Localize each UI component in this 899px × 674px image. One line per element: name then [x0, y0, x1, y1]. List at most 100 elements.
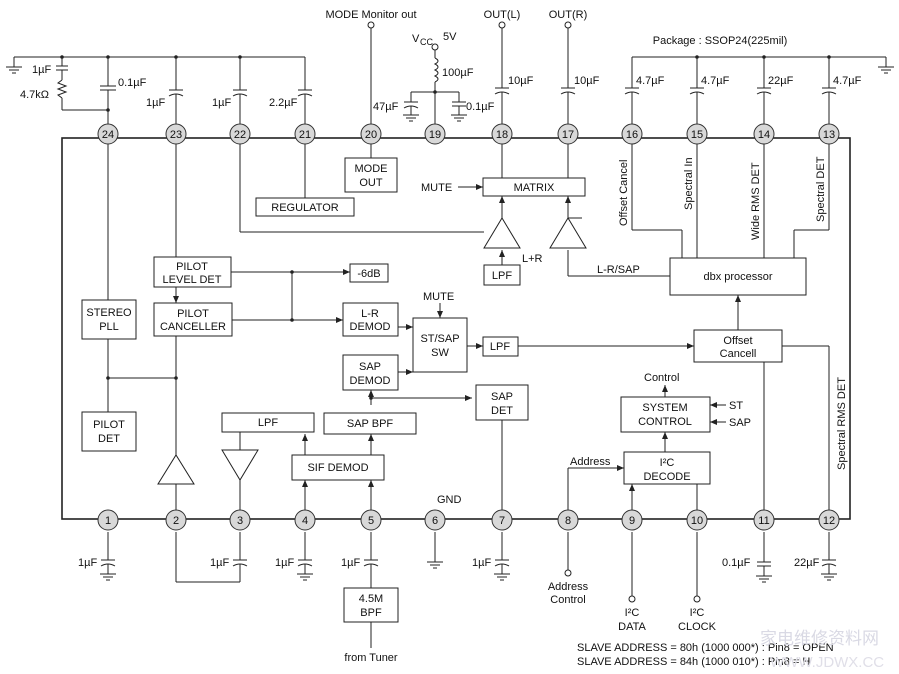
- svg-text:DECODE: DECODE: [643, 471, 690, 483]
- svg-text:12: 12: [823, 515, 835, 527]
- block-dbx-processor: dbx processor: [669, 257, 807, 296]
- svg-text:22: 22: [234, 129, 246, 141]
- svg-text:0.1µF: 0.1µF: [118, 77, 147, 89]
- svg-text:LPF: LPF: [492, 270, 512, 282]
- watermark: 家电维修资料网 WWW.JDWX.CC: [760, 629, 884, 671]
- svg-text:L+R: L+R: [522, 253, 543, 265]
- amp-right-out: [549, 217, 587, 249]
- svg-text:CC: CC: [420, 37, 433, 47]
- block-lpf-top: LPF: [483, 264, 521, 286]
- svg-text:4: 4: [302, 515, 308, 527]
- pin24-network: [56, 57, 116, 124]
- svg-text:SAP: SAP: [729, 417, 751, 429]
- svg-text:LEVEL DET: LEVEL DET: [163, 274, 222, 286]
- svg-text:1µF: 1µF: [341, 557, 360, 569]
- block-st-sap-sw: ST/SAP SW: [412, 317, 468, 373]
- svg-text:2: 2: [173, 515, 179, 527]
- block-sif-demod: SIF DEMOD: [291, 454, 385, 481]
- svg-text:L-R/SAP: L-R/SAP: [597, 264, 640, 276]
- svg-text:1µF: 1µF: [210, 557, 229, 569]
- right-supply-bus: [624, 55, 894, 124]
- svg-text:18: 18: [496, 129, 508, 141]
- block-matrix: MATRIX: [482, 177, 586, 197]
- svg-text:from Tuner: from Tuner: [344, 652, 398, 664]
- svg-text:SAP BPF: SAP BPF: [347, 418, 394, 430]
- svg-text:I²C: I²C: [690, 607, 705, 619]
- svg-text:SLAVE ADDRESS = 80h (1000 000*: SLAVE ADDRESS = 80h (1000 000*) : Pin8 =…: [577, 642, 834, 654]
- svg-text:10µF: 10µF: [508, 75, 534, 87]
- svg-text:OUT(R): OUT(R): [549, 9, 588, 21]
- svg-text:5: 5: [368, 515, 374, 527]
- svg-text:4.7µF: 4.7µF: [636, 75, 665, 87]
- svg-text:4.7µF: 4.7µF: [833, 75, 862, 87]
- svg-text:1µF: 1µF: [472, 557, 491, 569]
- block-system-control: SYSTEM CONTROL: [620, 396, 711, 433]
- svg-text:0.1µF: 0.1µF: [466, 101, 495, 113]
- svg-text:PILOT: PILOT: [93, 419, 125, 431]
- svg-text:DATA: DATA: [618, 621, 646, 633]
- block-4.5m-bpf: 4.5M BPF: [343, 587, 399, 623]
- svg-text:PILOT: PILOT: [176, 261, 208, 273]
- svg-text:Spectral In: Spectral In: [683, 157, 695, 210]
- chip-outline: [61, 137, 851, 520]
- svg-text:MODE Monitor out: MODE Monitor out: [325, 9, 416, 21]
- svg-text:10µF: 10µF: [574, 75, 600, 87]
- svg-text:13: 13: [823, 129, 835, 141]
- svg-text:Wide RMS DET: Wide RMS DET: [750, 162, 762, 240]
- svg-text:22µF: 22µF: [768, 75, 794, 87]
- svg-text:5V: 5V: [443, 31, 457, 43]
- svg-text:47µF: 47µF: [373, 101, 399, 113]
- svg-text:MUTE: MUTE: [421, 182, 452, 194]
- svg-text:Address: Address: [548, 581, 589, 593]
- svg-text:20: 20: [365, 129, 377, 141]
- pin20-mode-monitor: [367, 21, 375, 124]
- svg-text:Control: Control: [550, 594, 585, 606]
- svg-text:SAP: SAP: [359, 361, 381, 373]
- svg-text:17: 17: [562, 129, 574, 141]
- block-i2c-decode: I²C DECODE: [623, 451, 711, 485]
- svg-text:2.2µF: 2.2µF: [269, 97, 298, 109]
- svg-text:21: 21: [299, 129, 311, 141]
- svg-text:DET: DET: [98, 433, 120, 445]
- svg-text:1µF: 1µF: [78, 557, 97, 569]
- pins-bottom: 1 2 3 4 5 6 7 8 9 10 11 12: [97, 509, 840, 531]
- amp-pin2: [157, 454, 195, 485]
- svg-text:1µF: 1µF: [212, 97, 231, 109]
- svg-text:Package : SSOP24(225mil): Package : SSOP24(225mil): [653, 35, 788, 47]
- amp-pin3: [221, 449, 259, 481]
- svg-text:L-R: L-R: [361, 308, 379, 320]
- svg-text:11: 11: [758, 515, 769, 527]
- svg-text:-6dB: -6dB: [357, 268, 380, 280]
- signal-labels: MODE Monitor out OUT(L) OUT(R) V CC 5V P…: [325, 9, 848, 668]
- pin18-17-outputs: [494, 21, 576, 124]
- svg-text:24: 24: [102, 129, 114, 141]
- svg-text:SLAVE ADDRESS = 84h (1000 010*: SLAVE ADDRESS = 84h (1000 010*) : Pin8 =…: [577, 656, 810, 668]
- component-values: 1µF 4.7kΩ 0.1µF 1µF 1µF 2.2µF 100µF 47µF…: [20, 64, 862, 569]
- svg-text:REGULATOR: REGULATOR: [271, 202, 338, 214]
- svg-text:23: 23: [170, 129, 182, 141]
- block-lr-demod: L-R DEMOD: [342, 302, 399, 337]
- svg-text:7: 7: [499, 515, 505, 527]
- svg-text:1µF: 1µF: [32, 64, 51, 76]
- block-pilot-det: PILOT DET: [81, 411, 137, 452]
- svg-text:CONTROL: CONTROL: [638, 416, 692, 428]
- svg-text:SIF DEMOD: SIF DEMOD: [307, 462, 368, 474]
- svg-text:10: 10: [691, 515, 703, 527]
- svg-text:16: 16: [626, 129, 638, 141]
- svg-text:14: 14: [758, 129, 770, 141]
- svg-text:MODE: MODE: [355, 163, 388, 175]
- svg-text:3: 3: [237, 515, 243, 527]
- amplifiers: [157, 217, 587, 485]
- svg-text:PILOT: PILOT: [177, 308, 209, 320]
- svg-text:Control: Control: [644, 372, 679, 384]
- block-minus6db: -6dB: [349, 263, 389, 283]
- svg-text:SAP: SAP: [491, 391, 513, 403]
- block-mode-out: MODE OUT: [344, 157, 398, 193]
- block-lpf-low: LPF: [221, 412, 315, 433]
- svg-text:100µF: 100µF: [442, 67, 474, 79]
- svg-text:I²C: I²C: [660, 457, 675, 469]
- block-pilot-level-det: PILOT LEVEL DET: [153, 256, 232, 288]
- internal-wiring: [106, 144, 830, 510]
- svg-text:8: 8: [565, 515, 571, 527]
